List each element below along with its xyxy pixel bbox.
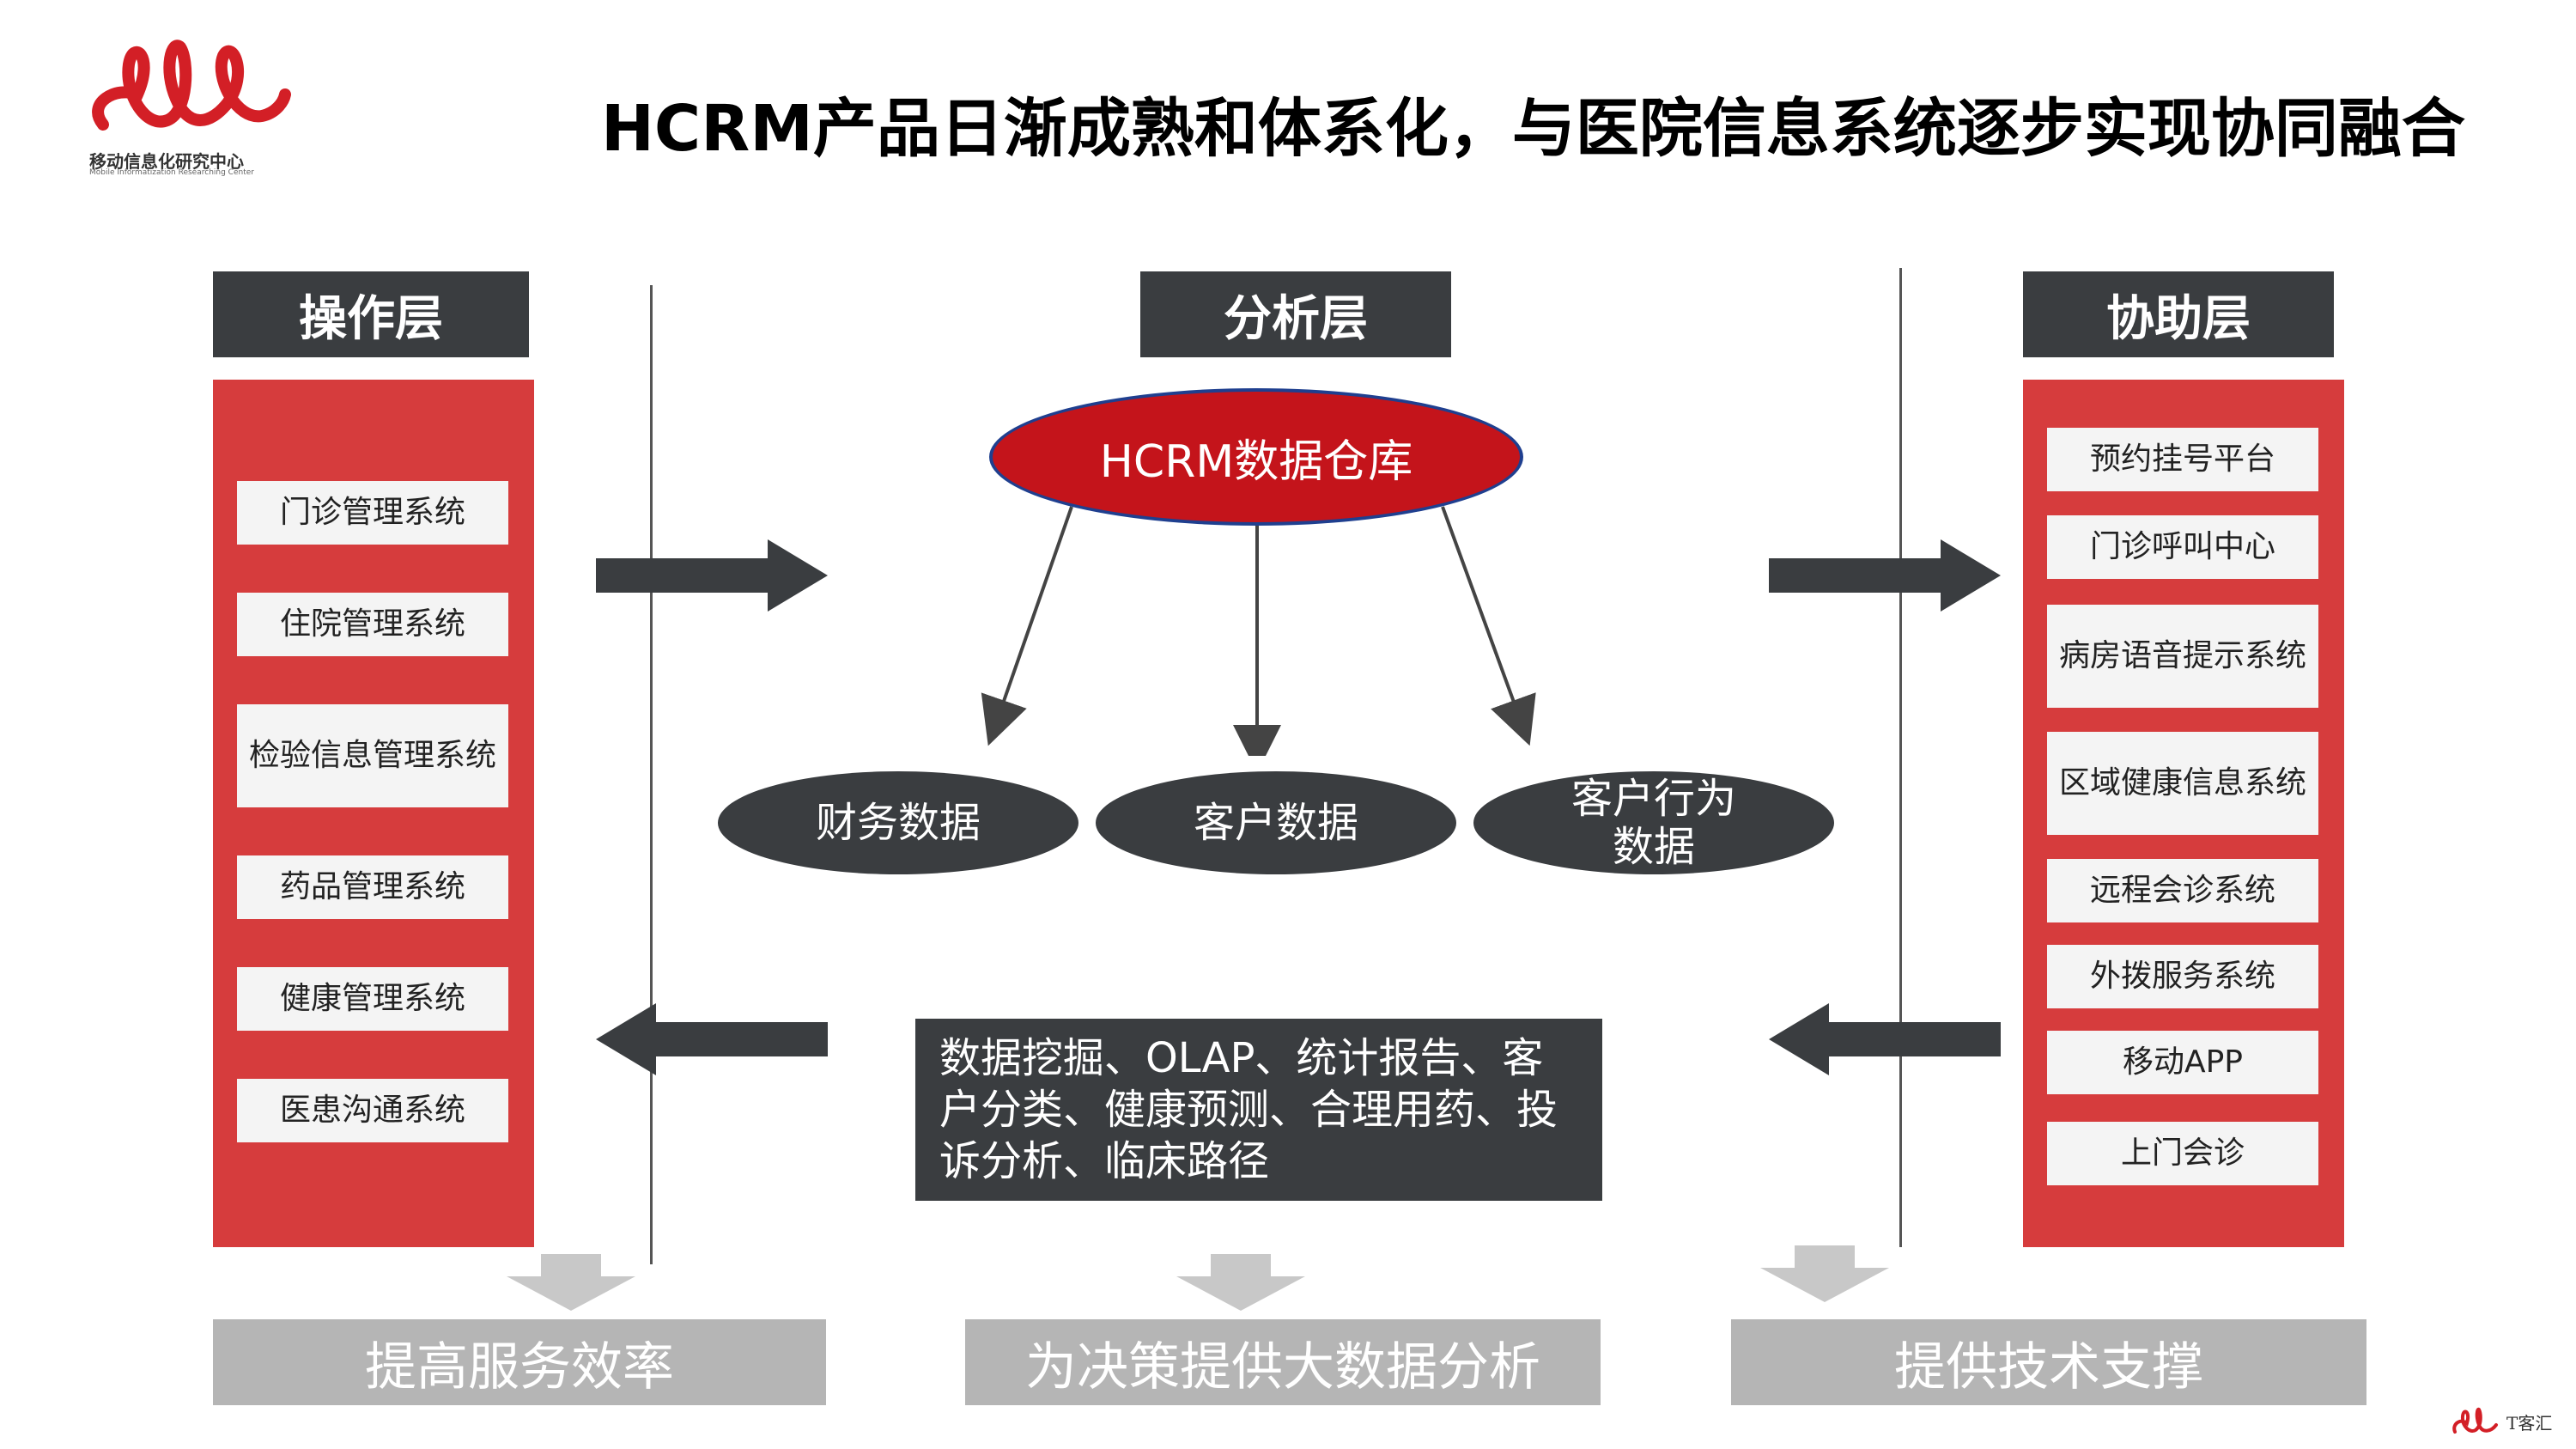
hcrm-data-warehouse: HCRM数据仓库 bbox=[989, 388, 1523, 526]
assist-layer-title: 协助层 bbox=[2106, 290, 2251, 347]
divider-left bbox=[650, 285, 653, 1264]
company-logo bbox=[92, 40, 291, 131]
arrow-right-analysis-to-assist bbox=[1769, 539, 2001, 612]
analysis-layer-title: 分析层 bbox=[1224, 290, 1368, 347]
page-title: HCRM产品日渐成熟和体系化，与医院信息系统逐步实现协同融合 bbox=[601, 92, 2465, 166]
data-node-customer: 客户数据 bbox=[1096, 771, 1456, 874]
analysis-methods: 数据挖掘、OLAP、统计报告、客户分类、健康预测、合理用药、投诉分析、临床路径 bbox=[915, 1019, 1602, 1201]
operation-system-item: 健康管理系统 bbox=[237, 967, 508, 1031]
logo-name-en: Mobile Informatization Researching Cente… bbox=[89, 168, 254, 177]
operation-system-item: 检验信息管理系统 bbox=[237, 704, 508, 807]
assist-layer-header: 协助层 bbox=[2023, 271, 2334, 357]
connector-to-behavior bbox=[1441, 506, 1536, 746]
assist-system-item: 区域健康信息系统 bbox=[2047, 732, 2318, 835]
assist-system-item: 外拨服务系统 bbox=[2047, 945, 2318, 1008]
outcome-decision-analysis: 为决策提供大数据分析 bbox=[965, 1319, 1601, 1405]
down-arrow-right bbox=[1760, 1245, 1889, 1302]
assist-system-item: 预约挂号平台 bbox=[2047, 428, 2318, 491]
operation-system-item: 医患沟通系统 bbox=[237, 1079, 508, 1142]
logo-name-cn: 移动信息化研究中心 bbox=[89, 151, 244, 172]
assist-system-item: 移动APP bbox=[2047, 1031, 2318, 1094]
assist-system-item: 病房语音提示系统 bbox=[2047, 605, 2318, 708]
assist-system-item: 门诊呼叫中心 bbox=[2047, 515, 2318, 579]
arrow-right-operation-to-analysis bbox=[596, 539, 828, 612]
arrow-left-assist-to-analysis bbox=[1769, 1003, 2001, 1075]
analysis-layer-header: 分析层 bbox=[1140, 271, 1451, 357]
assist-system-item: 上门会诊 bbox=[2047, 1122, 2318, 1185]
operation-system-item: 住院管理系统 bbox=[237, 593, 508, 656]
operation-layer-title: 操作层 bbox=[299, 290, 443, 347]
footer-brand-text: T客汇 bbox=[2506, 1412, 2553, 1434]
arrow-left-analysis-to-operation bbox=[596, 1003, 828, 1075]
warehouse-connectors bbox=[981, 506, 1536, 756]
operation-system-item: 药品管理系统 bbox=[237, 855, 508, 919]
operation-layer-header: 操作层 bbox=[213, 271, 529, 357]
down-arrow-left bbox=[507, 1254, 635, 1311]
outcome-tech-support: 提供技术支撑 bbox=[1731, 1319, 2366, 1405]
data-node-finance: 财务数据 bbox=[718, 771, 1078, 874]
data-node-customer-behavior: 客户行为数据 bbox=[1473, 771, 1834, 874]
footer-brand: T客汇 bbox=[2451, 1404, 2572, 1439]
outcome-service-efficiency: 提高服务效率 bbox=[213, 1319, 826, 1405]
assist-system-item: 远程会诊系统 bbox=[2047, 859, 2318, 922]
operation-system-item: 门诊管理系统 bbox=[237, 481, 508, 545]
divider-right bbox=[1899, 268, 1902, 1247]
connector-to-finance bbox=[981, 506, 1073, 746]
footer-logo-icon bbox=[2452, 1407, 2498, 1434]
down-arrow-center bbox=[1176, 1254, 1305, 1311]
